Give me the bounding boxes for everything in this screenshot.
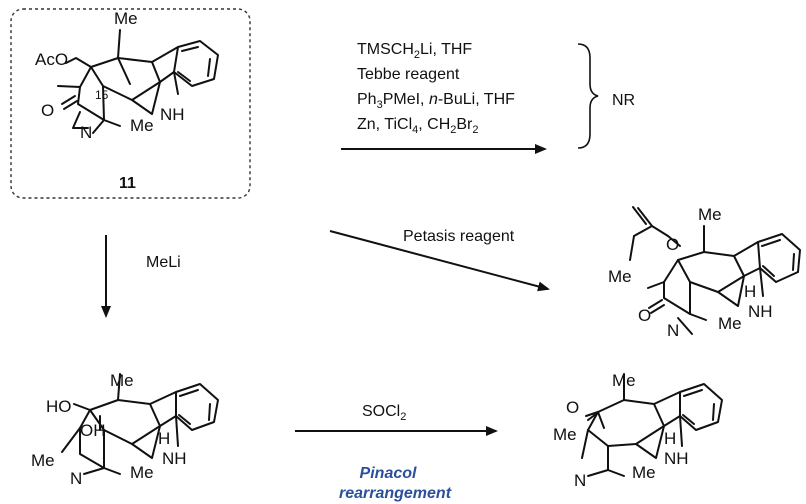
compound-11-carbonyl-o-label: O	[41, 101, 54, 120]
enol-indole-h-label: H	[744, 282, 756, 301]
enol-indole-nh-label: NH	[748, 302, 773, 321]
ketone-me-bridge-label: Me	[632, 463, 656, 482]
socl2-reagent-label: SOCl2	[362, 403, 406, 423]
ketone-indole-nh-label: NH	[664, 449, 689, 468]
enol-ether-product: Me O Me O N H NH Me	[608, 205, 801, 340]
condition-line-1: TMSCH2Li, THF	[357, 41, 472, 61]
compound-11: AcO Me 15 O N NH Me 11	[10, 8, 251, 199]
enol-ether-bonds	[629, 206, 801, 335]
diol-indole-nh-label: NH	[162, 449, 187, 468]
ketone-me-left-label: Me	[553, 425, 577, 444]
compound-11-nh-label: NH	[160, 105, 185, 124]
diol-me-bridge-label: Me	[130, 463, 154, 482]
condition-line-2: Tebbe reagent	[357, 66, 460, 83]
enol-me-bridge-label: Me	[718, 314, 742, 333]
ketone-bonds	[581, 373, 723, 477]
compound-11-number: 11	[119, 175, 136, 192]
compound-11-dashed-box	[10, 8, 251, 199]
no-reaction-label: NR	[612, 92, 635, 109]
compound-11-amine-n-label: N	[80, 123, 92, 142]
ketone-o-label: O	[566, 398, 579, 417]
ketone-product: O Me Me N H NH Me	[553, 371, 723, 490]
condition-line-3: Ph3PMeI, n-BuLi, THF	[357, 91, 515, 111]
ketone-indole-h-label: H	[664, 429, 676, 448]
compound-11-aco-label: AcO	[35, 50, 68, 69]
meli-reaction: MeLi	[101, 235, 181, 318]
diol-indole-h-label: H	[158, 429, 170, 448]
diol-me-top-label: Me	[110, 371, 134, 390]
diol-oh-label: OH	[80, 421, 106, 440]
socl2-reaction: SOCl2 Pinacol rearrangement	[295, 403, 498, 502]
ketone-me-top-label: Me	[612, 371, 636, 390]
enol-carbonyl-o-label: O	[638, 306, 651, 325]
condition-line-4: Zn, TiCl4, CH2Br2	[357, 116, 479, 136]
ketone-amine-n-label: N	[574, 471, 586, 490]
compound-11-me-bridge-label: Me	[130, 116, 154, 135]
enol-amine-n-label: N	[667, 321, 679, 340]
diol-amine-n-label: N	[70, 469, 82, 488]
diol-product: HO Me OH Me N H NH Me	[31, 371, 219, 488]
top-reaction: TMSCH2Li, THF Tebbe reagent Ph3PMeI, n-B…	[341, 41, 635, 154]
diol-ho-label: HO	[46, 397, 72, 416]
pinacol-label-line1: Pinacol	[360, 465, 417, 482]
compound-11-position-label: 15	[95, 88, 109, 102]
enol-vinyl-me-label: Me	[608, 267, 632, 286]
meli-reagent-label: MeLi	[146, 254, 181, 271]
petasis-arrow	[329, 230, 550, 292]
petasis-reagent-label: Petasis reagent	[403, 228, 515, 245]
compound-11-bonds	[57, 29, 219, 134]
diol-bonds	[61, 373, 219, 475]
compound-11-me-top-label: Me	[114, 9, 138, 28]
enol-me-top-label: Me	[698, 205, 722, 224]
condition-brace	[577, 43, 599, 149]
pinacol-label-line2: rearrangement	[339, 485, 452, 502]
enol-ether-o-label: O	[666, 235, 679, 254]
petasis-reaction: Petasis reagent	[329, 228, 550, 292]
diol-me-left-label: Me	[31, 451, 55, 470]
